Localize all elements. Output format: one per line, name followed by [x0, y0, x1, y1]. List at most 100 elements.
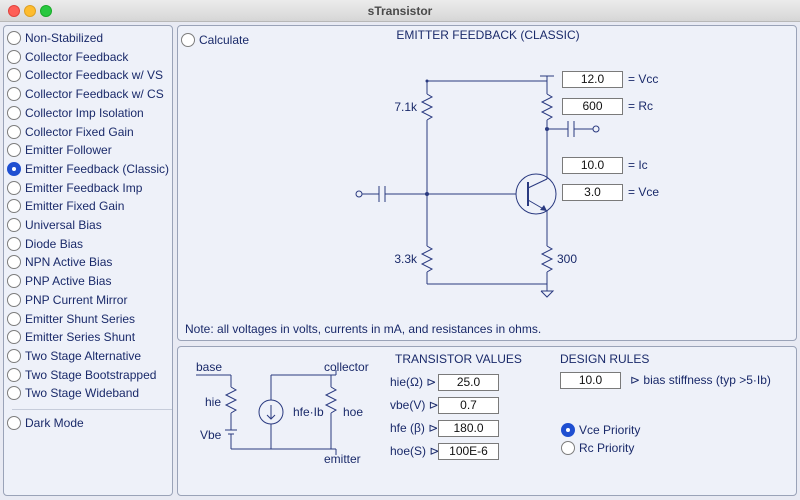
- hfe-ib-label: hfe·Ib: [293, 405, 324, 419]
- circuit-option[interactable]: Emitter Shunt Series: [7, 310, 135, 328]
- ground-symbol: [540, 290, 555, 298]
- circuit-option[interactable]: Emitter Fixed Gain: [7, 197, 124, 215]
- calculate-radio[interactable]: [181, 33, 195, 47]
- circuit-option-radio[interactable]: [7, 274, 21, 289]
- circuit-option-radio[interactable]: [7, 236, 21, 251]
- circuit-option-label: Diode Bias: [25, 236, 84, 251]
- zoom-window-button[interactable]: [40, 5, 52, 17]
- circuit-option[interactable]: Emitter Feedback Imp: [7, 179, 142, 197]
- circuit-option[interactable]: Collector Feedback w/ VS: [7, 66, 163, 84]
- close-window-button[interactable]: [8, 5, 20, 17]
- circuit-option[interactable]: Collector Feedback: [7, 48, 128, 66]
- rc-resistor: [540, 93, 554, 121]
- circuit-option-label: Emitter Feedback (Classic): [25, 161, 170, 176]
- bias-stiffness-field[interactable]: 10.0: [560, 372, 621, 389]
- emitter-label: emitter: [324, 452, 361, 466]
- output-terminal: [592, 125, 600, 133]
- vce-priority-radio[interactable]: [561, 423, 575, 437]
- circuit-option[interactable]: Two Stage Wideband: [7, 384, 139, 402]
- circuit-option-label: PNP Current Mirror: [25, 292, 128, 307]
- transistor-symbol: [515, 173, 557, 215]
- title-bar: sTransistor: [0, 0, 800, 22]
- circuit-option[interactable]: Non-Stabilized: [7, 29, 103, 47]
- circuit-option[interactable]: Universal Bias: [7, 216, 102, 234]
- circuit-option[interactable]: Emitter Series Shunt: [7, 328, 135, 346]
- circuit-panel: Calculate EMITTER FEEDBACK (CLASSIC): [177, 25, 797, 341]
- hoe-resistor: [324, 386, 338, 414]
- circuit-option[interactable]: Two Stage Bootstrapped: [7, 366, 156, 384]
- input-terminal: [355, 190, 363, 198]
- circuit-option-label: Emitter Fixed Gain: [25, 199, 125, 214]
- bias-stiffness-label: ⊳ bias stiffness (typ >5·Ib): [630, 373, 771, 387]
- circuit-option-radio[interactable]: [7, 255, 21, 270]
- r1-resistor: [420, 93, 434, 121]
- circuit-option[interactable]: Collector Imp Isolation: [7, 104, 144, 122]
- circuit-option-radio[interactable]: [7, 49, 21, 64]
- circuit-option[interactable]: Emitter Feedback (Classic): [7, 160, 169, 178]
- circuit-option-label: NPN Active Bias: [25, 255, 113, 270]
- circuit-option-label: PNP Active Bias: [25, 274, 112, 289]
- circuit-option-label: Universal Bias: [25, 218, 102, 232]
- circuit-option[interactable]: Emitter Follower: [7, 141, 112, 159]
- rc-priority-option[interactable]: Rc Priority: [561, 439, 634, 457]
- ic-field[interactable]: 10.0: [562, 157, 623, 174]
- circuit-option-radio[interactable]: [7, 292, 21, 307]
- circuit-option-radio[interactable]: [7, 218, 21, 232]
- circuit-option-radio[interactable]: [7, 311, 21, 326]
- circuit-option-label: Emitter Follower: [25, 143, 112, 158]
- vce-label: = Vce: [628, 185, 660, 199]
- circuit-option-label: Two Stage Bootstrapped: [25, 367, 157, 382]
- circuit-option-radio[interactable]: [7, 87, 21, 102]
- vcc-field[interactable]: 12.0: [562, 71, 623, 88]
- hie-resistor: [224, 386, 238, 414]
- circuit-option[interactable]: Collector Feedback w/ CS: [7, 85, 164, 103]
- rc-priority-label: Rc Priority: [579, 441, 635, 455]
- dark-mode-radio[interactable]: [7, 416, 21, 430]
- hie-field[interactable]: 25.0: [438, 374, 499, 391]
- circuit-title: EMITTER FEEDBACK (CLASSIC): [396, 28, 580, 42]
- hfe-field[interactable]: 180.0: [438, 420, 499, 437]
- vce-priority-label: Vce Priority: [579, 423, 641, 437]
- circuit-option[interactable]: Two Stage Alternative: [7, 347, 141, 365]
- rc-priority-radio[interactable]: [561, 441, 575, 455]
- circuit-option-radio[interactable]: [7, 330, 21, 345]
- circuit-option-radio[interactable]: [7, 199, 21, 214]
- hoe-field[interactable]: 100E-6: [438, 443, 499, 460]
- emitter-arrow: [540, 205, 547, 211]
- circuit-option-radio[interactable]: [7, 161, 21, 176]
- circuit-option-radio[interactable]: [7, 105, 21, 120]
- calculate-option[interactable]: Calculate: [181, 31, 249, 49]
- re-resistor: [540, 245, 554, 273]
- circuit-option-radio[interactable]: [7, 31, 21, 45]
- vbe-field[interactable]: 0.7: [438, 397, 499, 414]
- vce-priority-option[interactable]: Vce Priority: [561, 421, 640, 439]
- vce-field[interactable]: 3.0: [562, 184, 623, 201]
- circuit-option-radio[interactable]: [7, 124, 21, 139]
- minimize-window-button[interactable]: [24, 5, 36, 17]
- hfe-param-label: hfe (β) ⊳: [390, 421, 439, 435]
- collector-junction: [545, 127, 549, 131]
- base-junction: [425, 192, 429, 196]
- circuit-option[interactable]: PNP Active Bias: [7, 272, 111, 290]
- vbe-param-label: vbe(V) ⊳: [390, 398, 439, 412]
- circuit-option[interactable]: Diode Bias: [7, 235, 83, 253]
- circuit-option-radio[interactable]: [7, 367, 21, 382]
- circuit-option-radio[interactable]: [7, 143, 21, 158]
- circuit-option-label: Collector Feedback: [25, 49, 129, 64]
- r1-label: 7.1k: [394, 100, 418, 114]
- circuit-option-label: Non-Stabilized: [25, 31, 104, 45]
- circuit-option-radio[interactable]: [7, 348, 21, 363]
- dark-mode-option[interactable]: Dark Mode: [7, 414, 84, 432]
- rc-field[interactable]: 600: [562, 98, 623, 115]
- circuit-option-label: Collector Fixed Gain: [25, 124, 134, 139]
- circuit-option[interactable]: NPN Active Bias: [7, 253, 112, 271]
- transistor-values-title: TRANSISTOR VALUES: [395, 352, 522, 366]
- circuit-option[interactable]: Collector Fixed Gain: [7, 123, 134, 141]
- circuit-option-radio[interactable]: [7, 68, 21, 83]
- circuit-option-radio[interactable]: [7, 180, 21, 195]
- circuit-schematic: 7.1k 3.3k 300: [355, 75, 600, 298]
- circuit-option-radio[interactable]: [7, 386, 21, 401]
- r2-label: 3.3k: [394, 252, 418, 266]
- circuit-option[interactable]: PNP Current Mirror: [7, 291, 127, 309]
- rail-junction: [425, 79, 429, 83]
